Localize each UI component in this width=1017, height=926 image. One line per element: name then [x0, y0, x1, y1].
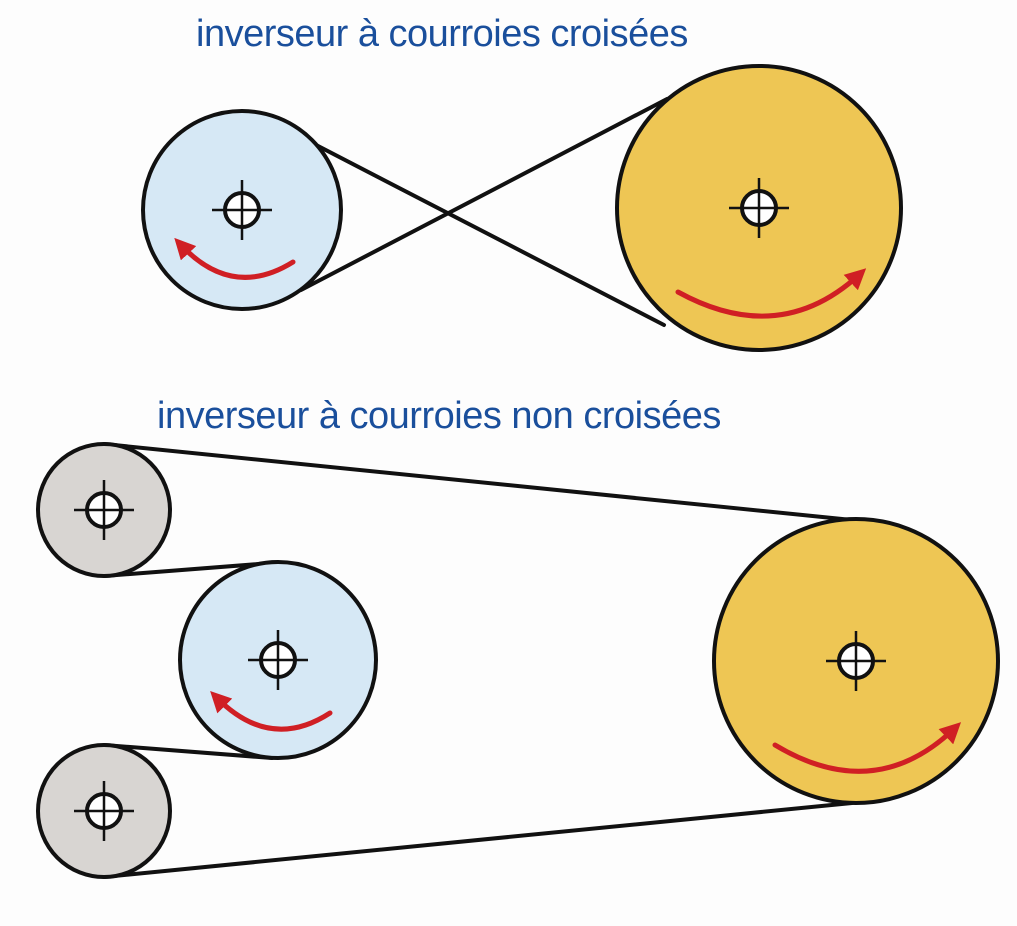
driver-pulley-medium	[178, 560, 378, 760]
idler-pulley-top	[36, 442, 172, 578]
title-uncrossed-belts: inverseur à courroies non croisées	[157, 395, 721, 437]
crossed-belt-reverser	[141, 64, 903, 352]
title-crossed-belts: inverseur à courroies croisées	[196, 13, 688, 55]
belt-segment-cross-1	[260, 115, 666, 327]
rotation-arrow-clockwise	[675, 268, 867, 319]
belt-segment-cross-2	[299, 97, 669, 292]
idler-pulley-bottom	[36, 743, 172, 879]
rotation-arrow-clockwise	[772, 722, 962, 774]
belt-segment-idler-to-driver-top	[102, 561, 274, 578]
driven-pulley-large	[615, 64, 903, 352]
belt-segment-top	[102, 442, 854, 522]
rotation-arrow-counterclockwise	[174, 237, 296, 280]
driver-pulley-small	[141, 109, 343, 311]
belt-segment-driver-to-idler-bottom	[102, 743, 274, 760]
belt-segment-bottom	[102, 801, 854, 879]
rotation-arrow-counterclockwise	[210, 691, 333, 732]
uncrossed-belt-reverser	[36, 442, 1000, 879]
driven-pulley-large	[712, 517, 1000, 805]
